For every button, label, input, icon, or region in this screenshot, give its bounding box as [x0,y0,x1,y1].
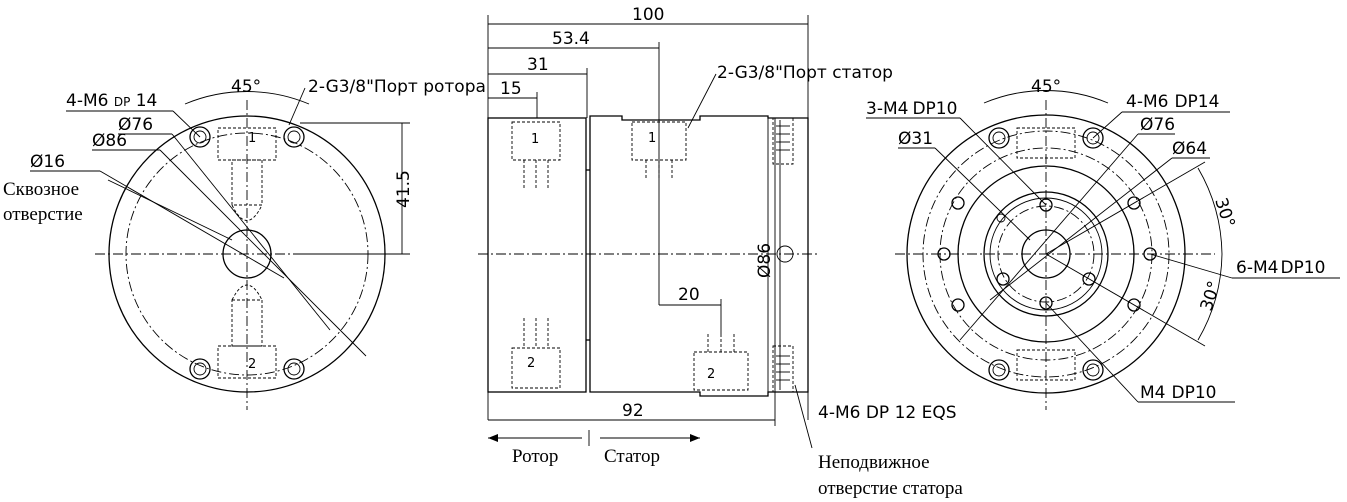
outer-circle-right [906,114,1186,394]
left-end-view: 1 2 45° 41.5 4-M6 DP 14 2-G3/8"Порт рото… [3,77,486,410]
dia-64-label: Ø64 [1172,139,1207,159]
through-hole-label-1: Сквозное [3,179,79,200]
stator-port-2: 2 [707,367,715,382]
angle-30-top: 30° [1210,195,1238,230]
dia-86-side: Ø86 [755,243,775,278]
dim-53-4: 53.4 [552,29,590,49]
angle-30-bottom: 30° [1197,279,1225,314]
holes-4-m6-label: 4-M6 DP 14 [66,91,157,111]
fixed-hole-label-1: Неподвижное [818,452,930,473]
rotor-port-1: 1 [531,132,539,147]
stator-port-1: 1 [648,131,656,146]
stator-label: Статор [604,446,660,467]
rotor-port-label: 2-G3/8"Порт ротора [308,77,486,97]
through-hole-label-2: отверстие [3,204,83,225]
rotor-port-2: 2 [527,356,535,371]
dia-76-right: Ø76 [1140,115,1175,135]
port-number-1: 1 [248,131,256,146]
rotor-label: Ротор [512,446,558,467]
dia-16-label: Ø16 [30,152,65,172]
dim-31: 31 [527,55,549,75]
fixing-holes-label: 4-M6 DP 12 EQS [818,403,957,423]
dim-15: 15 [500,79,522,99]
fixed-hole-label-2: отверстие статора [818,478,963,499]
dia-76-label: Ø76 [118,115,153,135]
through-hole [222,229,272,279]
angle-45-label: 45° [231,77,261,97]
dia-86-label: Ø86 [92,131,127,151]
dim-41-5: 41.5 [394,170,414,208]
dim-100: 100 [632,5,664,25]
dim-20: 20 [678,285,700,305]
port-number-2: 2 [248,357,256,372]
rotor-body [487,117,587,393]
stator-port-label: 2-G3/8"Порт статор [717,63,893,83]
side-view: 100 53.4 31 15 1 2 [478,5,963,499]
dim-92: 92 [622,401,644,421]
dia-31-label: Ø31 [898,129,933,149]
angle-45-right: 45° [1031,77,1061,97]
